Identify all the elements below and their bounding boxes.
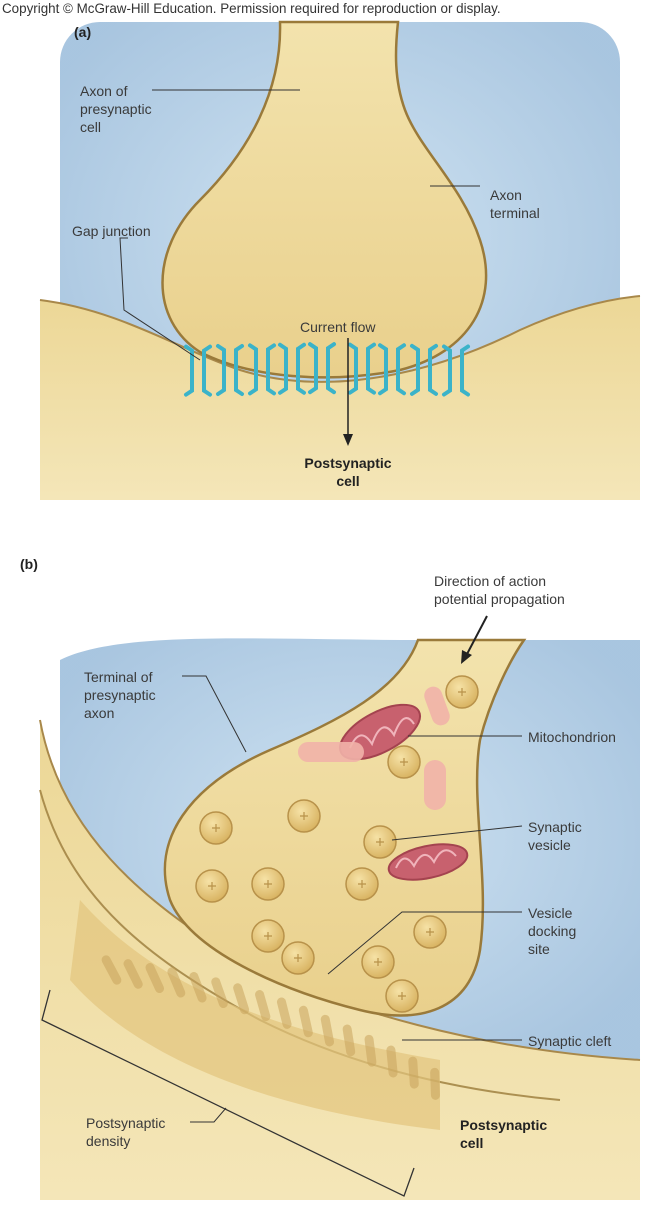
label-synaptic-vesicle: Synaptic vesicle bbox=[528, 819, 582, 853]
gap-junction-channel bbox=[216, 344, 226, 396]
psd-projection bbox=[101, 955, 122, 985]
gap-junction-channel bbox=[278, 342, 288, 395]
panel-a-drawing bbox=[39, 20, 641, 500]
label-mitochondrion: Mitochondrion bbox=[528, 729, 616, 745]
postsynaptic-density-band bbox=[70, 900, 440, 1130]
psd-projection bbox=[320, 1014, 335, 1047]
vesicle-marking bbox=[426, 928, 434, 936]
direction-arrowhead bbox=[461, 650, 472, 664]
gap-junction-channel bbox=[234, 344, 244, 396]
psd-projection bbox=[342, 1024, 356, 1057]
psd-projection bbox=[298, 1005, 313, 1038]
gap-junction-channel bbox=[428, 343, 438, 396]
vesicle-marking bbox=[374, 958, 382, 966]
mitochondrion-1-cristae bbox=[349, 717, 415, 749]
label-direction-ap: Direction of action potential propagatio… bbox=[434, 573, 565, 607]
mito-bg-2 bbox=[424, 760, 446, 810]
label-synaptic-cleft: Synaptic cleft bbox=[528, 1033, 612, 1049]
psd-projection bbox=[408, 1056, 419, 1089]
postsynaptic-cell-bracket bbox=[41, 989, 415, 1197]
psd-projection bbox=[211, 977, 228, 1009]
vesicle-marking bbox=[458, 688, 466, 696]
gap-junction-channel bbox=[366, 342, 376, 395]
gap-junction-channel bbox=[396, 343, 406, 396]
panel-a-letter: (a) bbox=[74, 24, 92, 40]
vesicle-marking bbox=[376, 838, 384, 846]
postsynaptic-cell-b bbox=[40, 720, 640, 1200]
psd-projection bbox=[189, 972, 207, 1003]
label-current-flow: Current flow bbox=[300, 319, 376, 335]
leader-gap-junction bbox=[119, 237, 201, 361]
mitochondrion-2-cristae bbox=[395, 849, 457, 869]
leader-postsynaptic-density bbox=[190, 1107, 227, 1123]
psd-projection bbox=[276, 997, 292, 1029]
psd-projection bbox=[145, 963, 165, 993]
gap-junction-channel bbox=[410, 343, 420, 396]
panel-b-drawing bbox=[39, 600, 641, 1200]
copyright-notice: Copyright © McGraw-Hill Education. Permi… bbox=[2, 1, 501, 16]
label-axon-terminal: Axon terminal bbox=[490, 187, 540, 221]
direction-arrow-line bbox=[465, 615, 488, 657]
vesicle-marking bbox=[264, 932, 272, 940]
vesicle-marking bbox=[400, 758, 408, 766]
vesicle-marking bbox=[358, 880, 366, 888]
gap-junction-channel bbox=[202, 344, 212, 397]
vesicle-marking bbox=[294, 954, 302, 962]
gap-junction-channel bbox=[308, 342, 318, 395]
gap-junction-channel bbox=[266, 343, 276, 396]
mito-bg-3 bbox=[424, 686, 450, 726]
gap-junction-channel bbox=[296, 342, 306, 395]
gap-junction-channel bbox=[348, 342, 358, 395]
postsynaptic-density-projections bbox=[101, 955, 440, 1100]
gap-junction-channel bbox=[326, 342, 336, 395]
label-postsynaptic-cell-b: Postsynaptic cell bbox=[460, 1117, 548, 1151]
psd-projection bbox=[255, 990, 271, 1022]
panel-b-letter: (b) bbox=[20, 556, 38, 572]
label-postsynaptic-cell-a: Postsynaptic cell bbox=[304, 455, 392, 489]
vesicle-marking bbox=[264, 880, 272, 888]
label-axon-presynaptic: Axon of presynaptic cell bbox=[80, 83, 152, 135]
label-postsynaptic-density: Postsynaptic density bbox=[86, 1115, 166, 1149]
gap-junction-channel bbox=[460, 344, 470, 397]
mito-bg-1 bbox=[298, 742, 364, 762]
mitochondria bbox=[298, 686, 469, 881]
leader-synaptic-vesicle bbox=[391, 825, 523, 841]
gap-junction-channels bbox=[184, 342, 470, 397]
psd-projection bbox=[430, 1067, 440, 1100]
gap-junction-channel bbox=[442, 344, 452, 397]
vesicle-marking bbox=[300, 812, 308, 820]
synaptic-vesicles bbox=[195, 675, 479, 1013]
leader-vesicle-docking bbox=[327, 911, 522, 975]
gap-junction-channel bbox=[184, 344, 194, 397]
label-vesicle-docking: Vesicle docking site bbox=[528, 905, 577, 957]
vesicle-marking bbox=[208, 882, 216, 890]
psd-projection bbox=[123, 959, 143, 989]
postsynaptic-membrane-a bbox=[39, 295, 641, 383]
label-gap-junction: Gap junction bbox=[72, 223, 151, 239]
psd-projection bbox=[167, 967, 186, 998]
psd-projection bbox=[386, 1045, 398, 1078]
leader-terminal-presynaptic bbox=[182, 675, 247, 753]
label-terminal-presynaptic: Terminal of presynaptic axon bbox=[84, 669, 156, 721]
axon-terminal-shape bbox=[161, 20, 488, 379]
vesicle-marking bbox=[212, 824, 220, 832]
vesicle-marking bbox=[398, 992, 406, 1000]
current-flow-arrowhead bbox=[343, 434, 353, 446]
mitochondrion-2 bbox=[387, 843, 469, 881]
gap-junction-channel bbox=[248, 343, 258, 396]
gap-junction-channel bbox=[378, 343, 388, 396]
postsynaptic-cell-a bbox=[40, 296, 640, 500]
psd-projection bbox=[233, 983, 250, 1015]
psd-projection bbox=[364, 1034, 377, 1067]
